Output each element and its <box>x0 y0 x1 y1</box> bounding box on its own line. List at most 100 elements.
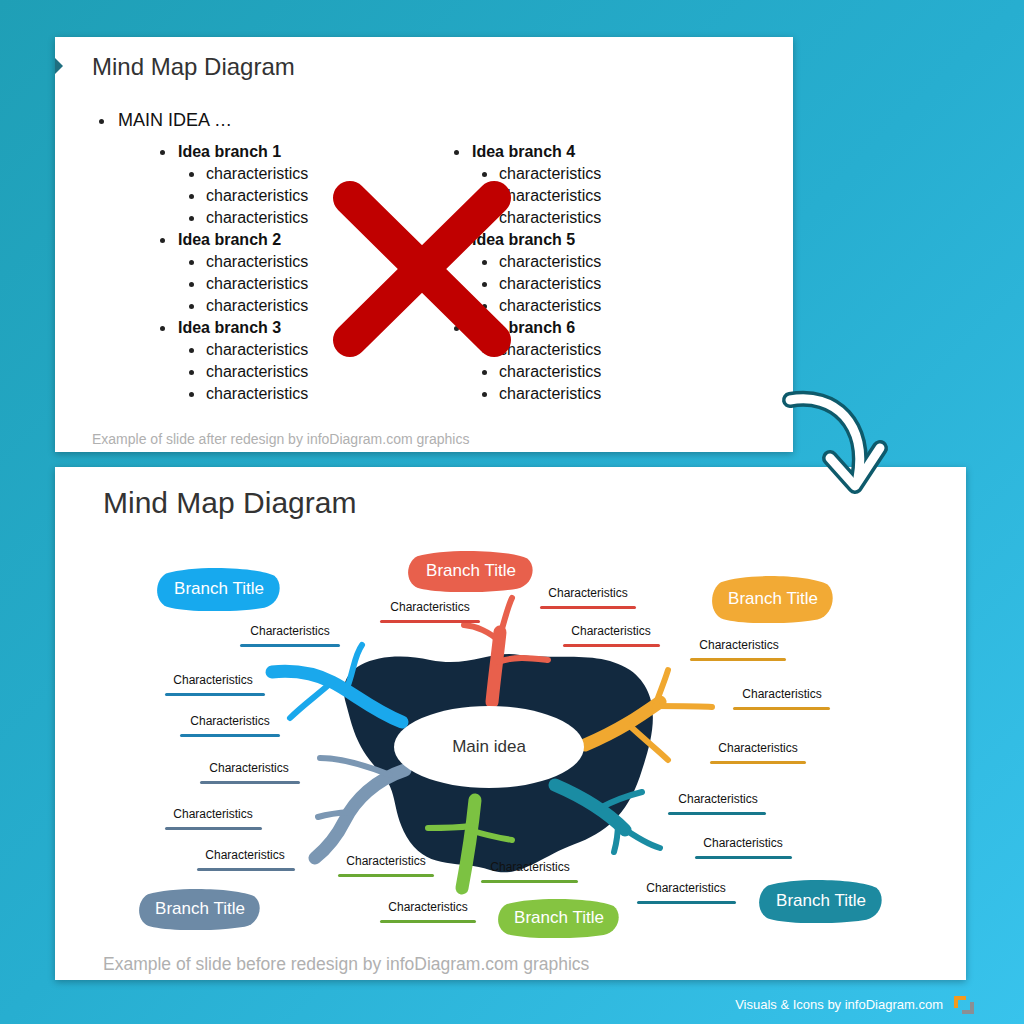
characteristic-bullet: characteristics <box>499 384 601 403</box>
blob-fill <box>712 576 833 623</box>
characteristic-underline <box>380 920 476 923</box>
bullet-dot <box>189 370 194 375</box>
bullet-dot <box>482 304 487 309</box>
bullet-dot <box>482 392 487 397</box>
shape-text-holder: Branch Title <box>758 879 884 923</box>
blob-fill <box>498 899 619 938</box>
shape-text-holder: Branch Title <box>497 898 621 938</box>
teal-branch <box>555 785 660 852</box>
slide-title: Mind Map Diagram <box>92 53 295 82</box>
branch-title-blob: Branch Title <box>156 567 282 611</box>
bullet-dot <box>189 282 194 287</box>
characteristic-underline <box>338 874 434 877</box>
characteristic-label: Characteristics <box>742 687 821 701</box>
characteristic-label: Characteristics <box>209 761 288 775</box>
bullet-dot <box>482 194 487 199</box>
branch-title-text: Branch Title <box>155 899 245 919</box>
characteristic-label: Characteristics <box>699 638 778 652</box>
branch-title-blob: Branch Title <box>407 550 535 592</box>
bullet-dot <box>482 370 487 375</box>
characteristic-bullet: characteristics <box>206 186 308 205</box>
characteristic-bullet: characteristics <box>206 362 308 381</box>
idea-branch-bullet: Idea branch 3 <box>178 318 281 337</box>
characteristic-underline <box>690 658 786 661</box>
bullet-dot <box>189 260 194 265</box>
blob-fill <box>139 889 260 930</box>
characteristic-label: Characteristics <box>250 624 329 638</box>
blob-fill <box>759 880 882 923</box>
characteristic-label: Characteristics <box>173 807 252 821</box>
bullet-dot <box>454 238 459 243</box>
blob-fill <box>408 551 533 592</box>
characteristic-underline <box>197 868 295 871</box>
bullet-dot <box>189 194 194 199</box>
slide-notch <box>55 58 63 74</box>
characteristic-bullet: characteristics <box>206 384 308 403</box>
characteristic-underline <box>200 781 300 784</box>
branch-title-text: Branch Title <box>426 561 516 581</box>
orange-branch <box>585 670 712 760</box>
characteristic-label: Characteristics <box>388 900 467 914</box>
branch-title-text: Branch Title <box>776 891 866 911</box>
characteristic-underline <box>165 693 265 696</box>
bullet-dot <box>160 150 165 155</box>
ellipse-fill <box>394 706 584 788</box>
branch-title-blob: Branch Title <box>711 575 835 623</box>
characteristic-label: Characteristics <box>346 854 425 868</box>
characteristic-underline <box>180 734 280 737</box>
red-branch <box>464 598 548 702</box>
characteristic-label: Characteristics <box>205 848 284 862</box>
characteristic-underline <box>668 812 766 815</box>
characteristic-underline <box>540 606 636 609</box>
blue-branch <box>272 645 402 722</box>
central-blob <box>344 654 653 872</box>
characteristic-label: Characteristics <box>571 624 650 638</box>
main-idea-ellipse: Main idea <box>394 706 584 788</box>
slide-title: Mind Map Diagram <box>103 485 356 521</box>
characteristic-bullet: characteristics <box>499 252 601 271</box>
shape-text-holder: Branch Title <box>138 888 262 930</box>
slide-card: Mind Map DiagramExample of slide before … <box>55 467 966 980</box>
shape-text-holder: Branch Title <box>711 575 835 623</box>
branch-title-blob: Branch Title <box>138 888 262 930</box>
slide-caption: Example of slide after redesign by infoD… <box>92 431 469 448</box>
idea-branch-bullet: Idea branch 6 <box>472 318 575 337</box>
bullet-dot <box>189 392 194 397</box>
branch-title-text: Branch Title <box>728 589 818 609</box>
green-branch <box>428 800 512 888</box>
characteristic-underline <box>637 901 736 904</box>
characteristic-underline <box>710 761 806 764</box>
bullet-dot <box>482 282 487 287</box>
shape-text-holder: Branch Title <box>156 567 282 611</box>
bullet-dot <box>189 216 194 221</box>
idea-branch-bullet: Idea branch 1 <box>178 142 281 161</box>
characteristic-bullet: characteristics <box>206 164 308 183</box>
bullet-dot <box>189 304 194 309</box>
redesign-arrow <box>790 399 880 486</box>
idea-branch-bullet: Idea branch 4 <box>472 142 575 161</box>
characteristic-underline <box>695 856 792 859</box>
characteristic-bullet: characteristics <box>206 208 308 227</box>
characteristic-label: Characteristics <box>173 673 252 687</box>
characteristic-label: Characteristics <box>718 741 797 755</box>
credit-caption: Visuals & Icons by infoDiagram.com <box>735 997 943 1013</box>
grey-branch <box>315 758 405 858</box>
main-idea-text: Main idea <box>452 737 526 757</box>
bullet-dot <box>189 172 194 177</box>
characteristic-bullet: characteristics <box>499 362 601 381</box>
branch-title-text: Branch Title <box>514 908 604 928</box>
characteristic-label: Characteristics <box>390 600 469 614</box>
bullet-dot <box>99 119 104 124</box>
characteristic-label: Characteristics <box>548 586 627 600</box>
bullet-dot <box>160 238 165 243</box>
characteristic-bullet: characteristics <box>499 340 601 359</box>
slide-caption: Example of slide before redesign by info… <box>103 954 589 975</box>
shape-text-holder: Branch Title <box>407 550 535 592</box>
characteristic-label: Characteristics <box>490 860 569 874</box>
characteristic-bullet: characteristics <box>499 208 601 227</box>
main-idea-bullet: MAIN IDEA … <box>118 110 232 132</box>
idea-branch-bullet: Idea branch 2 <box>178 230 281 249</box>
characteristic-underline <box>481 880 578 883</box>
bullet-dot <box>160 326 165 331</box>
